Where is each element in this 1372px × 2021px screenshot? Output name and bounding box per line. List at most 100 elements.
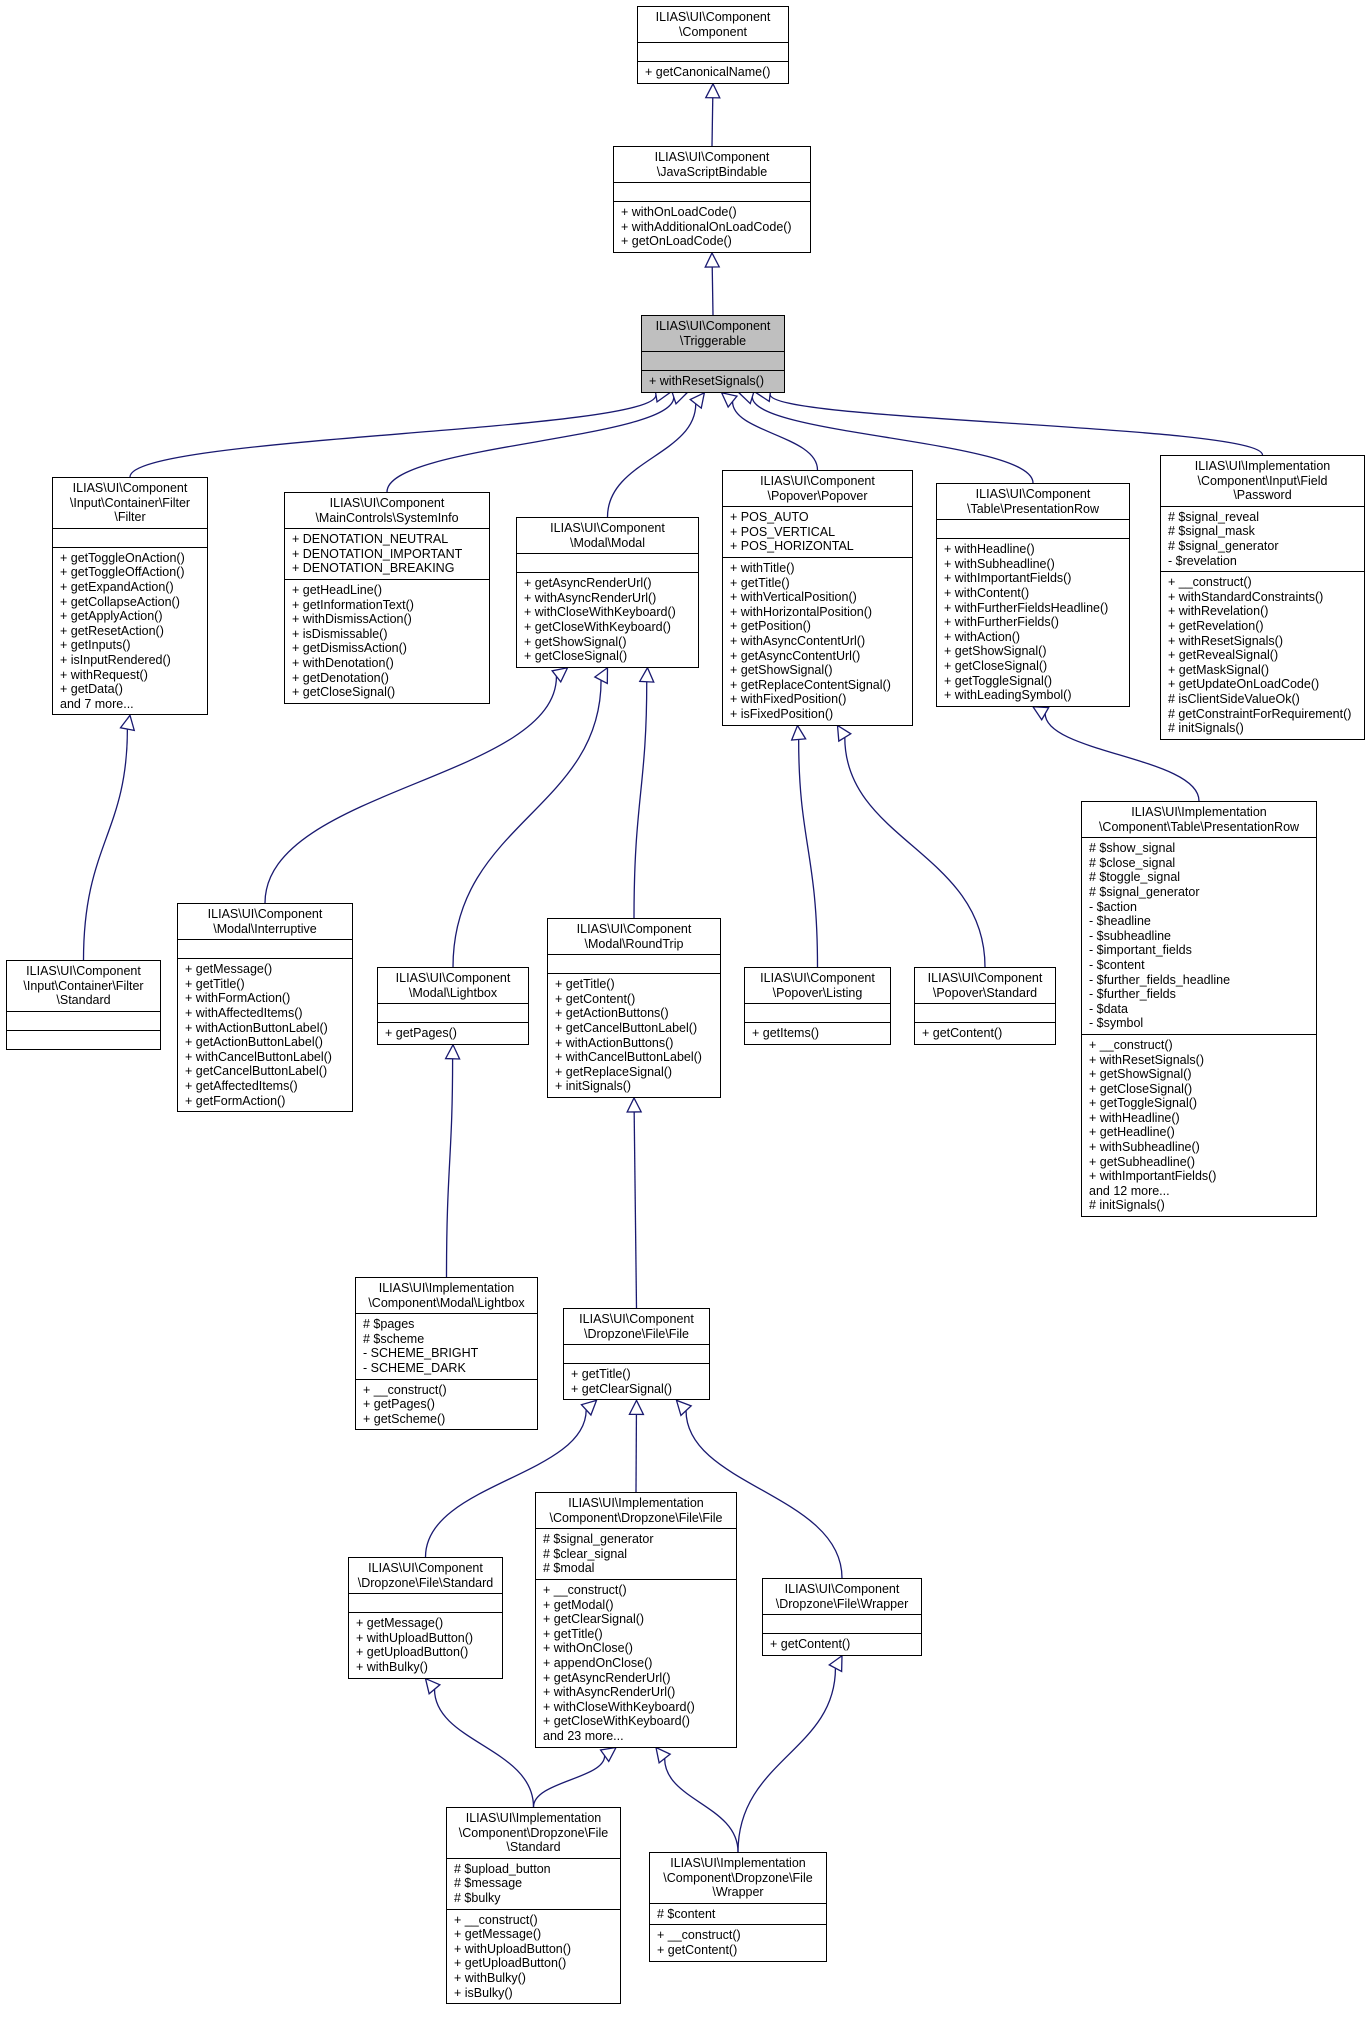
class-name: ILIAS\UI\Component\Table\PresentationRow	[937, 484, 1129, 519]
class-name-line: ILIAS\UI\Component	[579, 1312, 694, 1326]
operation: + getScheme()	[363, 1411, 446, 1426]
attribute: # $signal_reveal	[1168, 509, 1260, 524]
attribute: # $content	[657, 1906, 716, 1921]
attribute: # $message	[454, 1876, 523, 1891]
class-box-dzfileimpl[interactable]: ILIAS\UI\Implementation\Component\Dropzo…	[535, 1492, 737, 1748]
class-box-presrowimpl[interactable]: ILIAS\UI\Implementation\Component\Table\…	[1081, 801, 1317, 1218]
inheritance-edge	[844, 737, 986, 968]
class-box-dzwrapper[interactable]: ILIAS\UI\Component\Dropzone\File\Wrapper…	[762, 1578, 922, 1656]
operation: + getPages()	[363, 1397, 435, 1412]
attribute: - $headline	[1089, 914, 1151, 929]
inheritance-arrowhead	[828, 1654, 843, 1673]
attributes-section	[642, 351, 784, 370]
class-box-roundtrip[interactable]: ILIAS\UI\Component\Modal\RoundTrip+ getT…	[547, 918, 721, 1098]
operation: + withHeadline()	[944, 542, 1035, 557]
class-box-dzstd[interactable]: ILIAS\UI\Component\Dropzone\File\Standar…	[348, 1557, 503, 1679]
operation: + getReplaceSignal()	[555, 1064, 673, 1079]
class-box-password[interactable]: ILIAS\UI\Implementation\Component\Input\…	[1160, 455, 1365, 740]
attribute: # $pages	[363, 1317, 415, 1332]
operation: + getInputs()	[60, 638, 131, 653]
class-name: ILIAS\UI\Component\Input\Container\Filte…	[7, 961, 160, 1011]
inheritance-edge	[685, 1410, 843, 1579]
inheritance-edge	[751, 396, 1034, 484]
operation: + getCancelButtonLabel()	[555, 1020, 698, 1035]
operation: + getMessage()	[356, 1616, 444, 1631]
class-name-line: \Component\Table\PresentationRow	[1098, 819, 1300, 834]
class-box-dzstdimpl[interactable]: ILIAS\UI\Implementation\Component\Dropzo…	[446, 1807, 621, 2005]
class-box-dzfile[interactable]: ILIAS\UI\Component\Dropzone\File\File + g…	[563, 1308, 710, 1401]
attributes-section	[745, 1003, 890, 1022]
operation: + getCloseWithKeyboard()	[524, 619, 671, 634]
class-box-listing[interactable]: ILIAS\UI\Component\Popover\Listing+ getI…	[744, 967, 891, 1045]
operation: + getTitle()	[730, 575, 790, 590]
class-box-modal[interactable]: ILIAS\UI\Component\Modal\Modal+ getAsync…	[516, 517, 699, 668]
inheritance-edge	[633, 1111, 638, 1309]
operation: + getTitle()	[555, 977, 615, 992]
attributes-section	[614, 182, 810, 201]
class-box-systeminfo[interactable]: ILIAS\UI\Component\MainControls\SystemIn…	[284, 492, 490, 704]
operation: and 7 more...	[60, 696, 134, 711]
operation: + withCloseWithKeyboard()	[524, 605, 676, 620]
class-name-line: ILIAS\UI\Implementation	[1194, 459, 1331, 473]
class-box-filterstd[interactable]: ILIAS\UI\Component\Input\Container\Filte…	[6, 960, 161, 1050]
inheritance-edge	[633, 681, 648, 919]
attribute: # $bulky	[454, 1890, 501, 1905]
class-name-line: ILIAS\UI\Implementation	[670, 1856, 806, 1870]
operation: + getContent()	[770, 1637, 851, 1652]
operation: + getDismissAction()	[292, 641, 407, 656]
class-name: ILIAS\UI\Implementation\Component\Dropzo…	[447, 1808, 620, 1858]
attribute: + DENOTATION_IMPORTANT	[292, 546, 463, 561]
class-box-component[interactable]: ILIAS\UI\Component\Component+ getCanonic…	[637, 6, 789, 84]
inheritance-edge	[769, 393, 1264, 456]
class-name-line: \Dropzone\File\File	[584, 1326, 689, 1341]
class-name-line: \Component	[678, 24, 748, 39]
class-box-popover[interactable]: ILIAS\UI\Component\Popover\Popover+ POS_…	[722, 470, 913, 726]
inheritance-edge	[424, 1409, 587, 1558]
operation: + withAsyncContentUrl()	[730, 633, 866, 648]
operation: + getShowSignal()	[1089, 1067, 1192, 1082]
operations-section: + getToggleOnAction()+ getToggleOffActio…	[53, 546, 207, 715]
operation: + __construct()	[1089, 1037, 1173, 1052]
class-name: ILIAS\UI\Implementation\Component\Table\…	[1082, 802, 1316, 837]
class-box-lightboximpl[interactable]: ILIAS\UI\Implementation\Component\Modal\…	[355, 1277, 538, 1431]
class-name-line: \Component\Dropzone\File	[663, 1870, 813, 1885]
operation: + __construct()	[363, 1382, 447, 1397]
inheritance-arrowhead	[550, 666, 569, 684]
class-box-interruptive[interactable]: ILIAS\UI\Component\Modal\Interruptive+ g…	[177, 903, 353, 1113]
inheritance-arrowhead	[638, 666, 655, 683]
inheritance-edge	[264, 676, 558, 904]
attributes-section	[763, 1614, 921, 1633]
class-box-presrow[interactable]: ILIAS\UI\Component\Table\PresentationRow…	[936, 483, 1130, 707]
inheritance-edge	[532, 1755, 606, 1808]
inheritance-edge	[452, 680, 602, 968]
attributes-section: # $content	[650, 1902, 826, 1925]
operation: + __construct()	[1168, 575, 1252, 590]
operation: + getContent()	[657, 1942, 738, 1957]
attribute: + DENOTATION_NEUTRAL	[292, 532, 449, 547]
operations-section: + __construct()+ getMessage()+ withUploa…	[447, 1908, 620, 2004]
class-name-line: \Standard	[506, 1840, 561, 1855]
class-box-popstd[interactable]: ILIAS\UI\Component\Popover\Standard+ get…	[914, 967, 1056, 1045]
class-name-line: ILIAS\UI\Component	[654, 150, 770, 164]
operation: + getPosition()	[730, 619, 811, 634]
operation: + __construct()	[454, 1912, 538, 1927]
inheritance-edge	[711, 97, 714, 147]
operation: + getActionButtonLabel()	[185, 1035, 323, 1050]
operation: + withFormAction()	[185, 991, 291, 1006]
operations-section: + __construct()+ withResetSignals()+ get…	[1082, 1033, 1316, 1216]
class-name-line: ILIAS\UI\Implementation	[465, 1811, 602, 1825]
attribute: + POS_AUTO	[730, 510, 809, 525]
operation: + getAsyncRenderUrl()	[524, 576, 652, 591]
operations-section: + withHeadline()+ withSubheadline()+ wit…	[937, 538, 1129, 706]
class-box-dzwrapperimpl[interactable]: ILIAS\UI\Implementation\Component\Dropzo…	[649, 1852, 827, 1962]
inheritance-arrowhead	[655, 1746, 672, 1764]
class-box-filter[interactable]: ILIAS\UI\Component\Input\Container\Filte…	[52, 477, 208, 716]
class-box-jsbindable[interactable]: ILIAS\UI\Component\JavaScriptBindable+ w…	[613, 146, 811, 253]
class-box-lightbox[interactable]: ILIAS\UI\Component\Modal\Lightbox+ getPa…	[377, 967, 529, 1045]
class-box-triggerable[interactable]: ILIAS\UI\Component\Triggerable+ withRese…	[641, 315, 785, 393]
operations-section	[7, 1029, 160, 1049]
class-name-line: \Popover\Popover	[767, 488, 868, 503]
operation: + __construct()	[657, 1928, 741, 1943]
operation: + getTitle()	[571, 1367, 631, 1382]
